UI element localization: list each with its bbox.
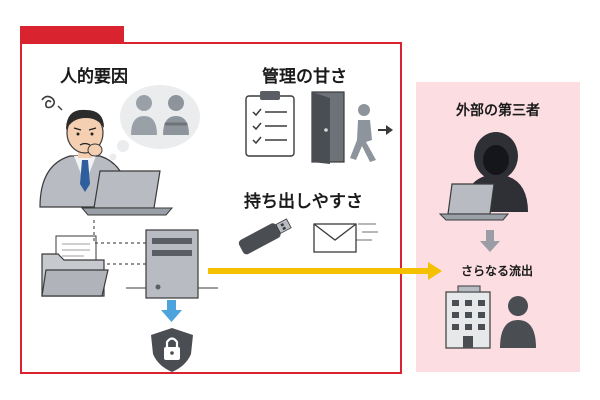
- label-loose-management: 管理の甘さ: [262, 67, 347, 87]
- server-icon: [126, 229, 218, 299]
- left-frame: [20, 42, 402, 374]
- usb-drive-icon: [238, 218, 292, 255]
- door-exit-icon: [311, 91, 393, 164]
- building-icon: [445, 285, 491, 349]
- blue-down-arrow: [161, 300, 182, 322]
- yellow-arrow: [208, 262, 442, 280]
- label-portability: 持ち出しやすさ: [244, 192, 363, 212]
- red-tab: [20, 26, 124, 43]
- laptop-icon: [80, 170, 174, 216]
- clipboard-checklist-icon: [245, 91, 295, 157]
- dashed-connectors: [93, 220, 150, 265]
- label-human-factor: 人的要因: [60, 67, 128, 87]
- gray-down-arrow: [480, 230, 500, 252]
- label-third-party: 外部の第三者: [456, 103, 540, 119]
- thought-bubble-icon: [109, 85, 200, 161]
- envelope-icon: [313, 223, 378, 253]
- right-panel: [416, 82, 580, 372]
- worried-man-icon: [39, 109, 131, 208]
- folder-icon: [41, 235, 109, 297]
- person-icon: [500, 296, 536, 348]
- shield-lock-icon: [151, 328, 193, 372]
- dizzy-icon: [41, 95, 63, 111]
- hacker-icon: [438, 132, 528, 221]
- label-further-leak: さらなる流出: [461, 264, 534, 278]
